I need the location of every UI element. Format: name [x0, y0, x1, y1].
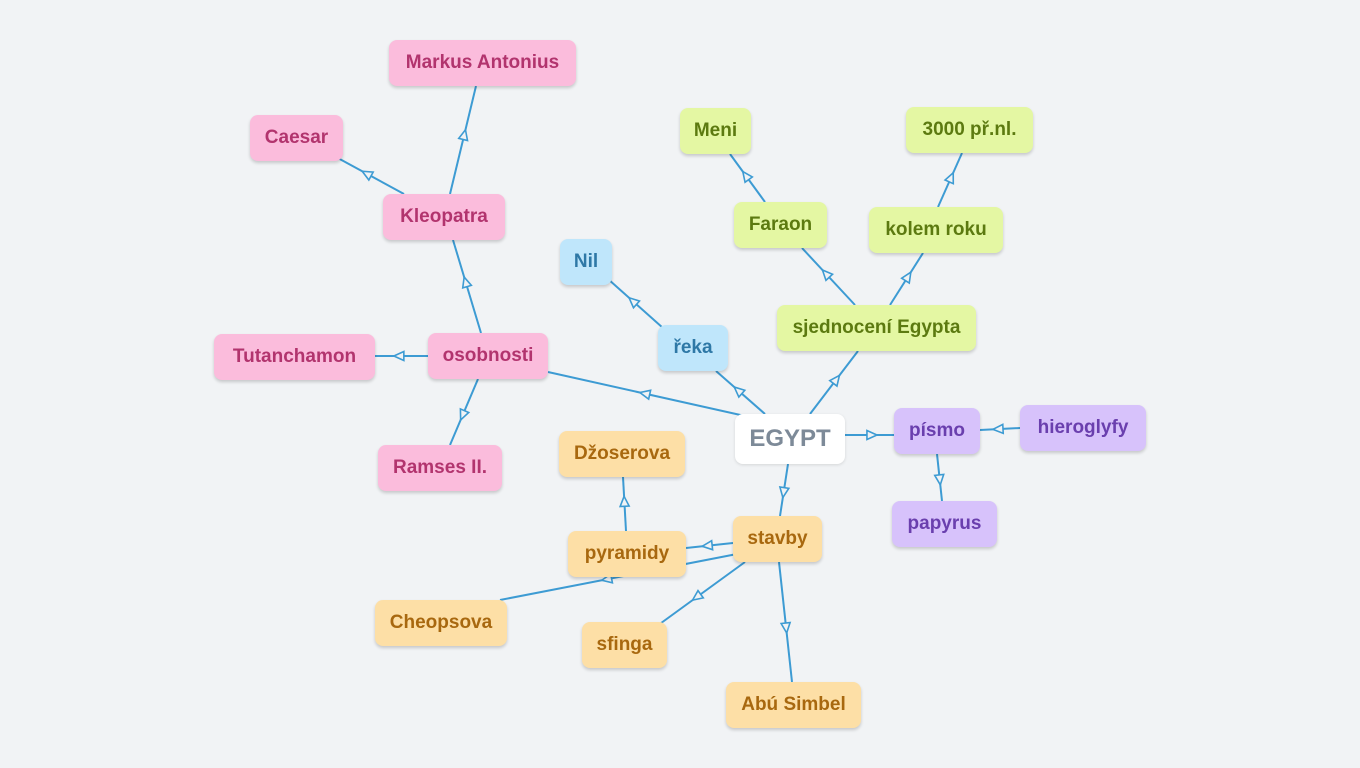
- topic-meni[interactable]: Meni: [680, 108, 751, 154]
- connector-stavby-to-sfinga: [656, 561, 746, 627]
- topic-faraon[interactable]: Faraon: [734, 202, 827, 248]
- arrowhead-icon: [943, 170, 955, 185]
- connector-kleopatra-to-markus: [449, 85, 477, 195]
- connector-center-to-reka: [715, 370, 766, 415]
- topic-pyramidy[interactable]: pyramidy: [568, 531, 686, 577]
- topic-stavby[interactable]: stavby: [733, 516, 822, 562]
- arrowhead-icon: [637, 389, 652, 401]
- connector-pyramidy-to-dzoserova: [618, 476, 631, 532]
- arrowhead-icon: [991, 423, 1005, 435]
- connector-pismo-to-papyrus: [933, 453, 945, 502]
- arrowhead-icon: [618, 494, 631, 508]
- connector-sjednoceni-to-kolem: [889, 252, 924, 306]
- topic-pismo[interactable]: písmo: [894, 408, 980, 454]
- topic-markus-antonius[interactable]: Markus Antonius: [389, 40, 576, 86]
- arrowhead-icon: [900, 270, 912, 285]
- topic-sfinga[interactable]: sfinga: [582, 622, 667, 668]
- arrowhead-icon: [741, 169, 754, 184]
- arrowhead-icon: [690, 589, 705, 602]
- arrowhead-icon: [779, 621, 792, 635]
- topic-osobnosti[interactable]: osobnosti: [428, 333, 548, 379]
- topic-papyrus[interactable]: papyrus: [892, 501, 997, 547]
- connector-osobnosti-to-tutanchamon: [375, 350, 428, 362]
- connector-hieroglyfy-to-pismo: [979, 423, 1021, 435]
- topic-tutanchamon[interactable]: Tutanchamon: [214, 334, 375, 380]
- central-topic-egypt[interactable]: EGYPT: [735, 414, 845, 464]
- connector-stavby-to-pyramidy: [685, 539, 734, 551]
- topic-reka[interactable]: řeka: [658, 325, 728, 371]
- connector-stavby-to-abu: [778, 561, 793, 683]
- arrowhead-icon: [732, 385, 747, 399]
- connector-center-to-sjednoceni: [809, 350, 859, 415]
- arrowhead-icon: [461, 275, 473, 290]
- connector-center-to-pismo: [845, 429, 894, 441]
- arrowhead-icon: [828, 373, 841, 388]
- connector-osobnosti-to-kleopatra: [452, 239, 482, 334]
- arrowhead-icon: [700, 539, 714, 551]
- topic-kolem-roku[interactable]: kolem roku: [869, 207, 1003, 253]
- arrowhead-icon: [933, 473, 945, 487]
- connector-kleopatra-to-caesar: [335, 156, 405, 195]
- arrowhead-icon: [360, 170, 375, 182]
- arrowhead-icon: [627, 296, 641, 310]
- arrowhead-icon: [457, 127, 469, 142]
- topic-kleopatra[interactable]: Kleopatra: [383, 194, 505, 240]
- topic-caesar[interactable]: Caesar: [250, 115, 343, 161]
- arrowhead-icon: [821, 268, 835, 282]
- connector-center-to-stavby: [778, 463, 791, 517]
- connector-osobnosti-to-ramses: [449, 378, 479, 446]
- connector-sjednoceni-to-faraon: [801, 247, 856, 306]
- topic-nil[interactable]: Nil: [560, 239, 612, 285]
- topic-3000-pr-nl[interactable]: 3000 př.nl.: [906, 107, 1033, 153]
- topic-cheopsova[interactable]: Cheopsova: [375, 600, 507, 646]
- arrowhead-icon: [459, 407, 471, 422]
- topic-abu-simbel[interactable]: Abú Simbel: [726, 682, 861, 728]
- topic-hieroglyfy[interactable]: hieroglyfy: [1020, 405, 1146, 451]
- topic-dzoserova[interactable]: Džoserova: [559, 431, 685, 477]
- arrowhead-icon: [866, 429, 879, 441]
- connector-kolem-to-3000: [937, 152, 963, 208]
- arrowhead-icon: [778, 485, 791, 500]
- topic-sjednoceni-egypta[interactable]: sjednocení Egypta: [777, 305, 976, 351]
- topic-ramses[interactable]: Ramses II.: [378, 445, 502, 491]
- arrowhead-icon: [391, 350, 405, 362]
- connector-reka-to-nil: [607, 278, 664, 329]
- connector-faraon-to-meni: [729, 153, 766, 203]
- connector-center-to-osobnosti: [547, 371, 764, 421]
